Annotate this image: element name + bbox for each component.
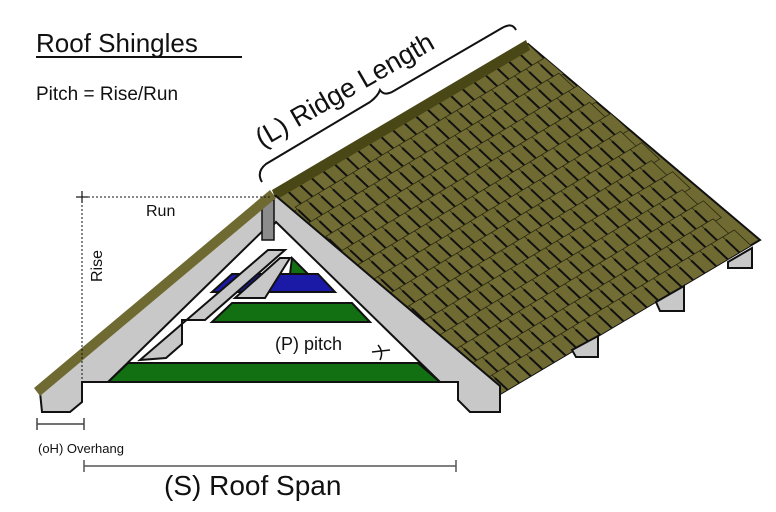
shingle-gap — [644, 287, 661, 303]
shingle-gap — [552, 342, 569, 359]
diagram-title: Roof Shingles — [36, 28, 198, 58]
shingle-gap — [679, 266, 696, 283]
shingle-gap — [540, 349, 557, 365]
shingle-gap — [621, 301, 638, 317]
left-roof-edge — [34, 190, 276, 396]
shingle-gap — [528, 356, 545, 372]
gable-truss — [34, 190, 501, 413]
ridge-cap — [272, 40, 530, 200]
left-web — [137, 249, 288, 362]
shingle-roof-plane — [272, 40, 762, 402]
pitch-angle-arc — [377, 344, 383, 361]
middle-beam — [209, 302, 373, 323]
shingle-gap — [702, 252, 719, 269]
shingle-gap — [690, 259, 707, 276]
overhang-label: (oH) Overhang — [38, 441, 124, 456]
left-web-upper — [232, 257, 292, 299]
shingle-gap — [598, 315, 615, 331]
shingle-gap — [667, 273, 684, 289]
shingle-gap — [505, 370, 522, 386]
shingle-gap — [725, 239, 742, 255]
rafter-tails — [570, 246, 753, 358]
shingle-gap — [494, 377, 511, 393]
run-label: Run — [146, 203, 175, 220]
ridge-length-brace — [258, 24, 517, 183]
shingle-gap — [517, 363, 534, 379]
dimension-lines — [36, 24, 517, 472]
shingle-gap — [609, 308, 626, 324]
pitch-label: (P) pitch — [275, 334, 342, 354]
shingle-gap — [713, 245, 730, 262]
roof-span-label: (S) Roof Span — [164, 470, 341, 501]
bottom-chord-beam — [105, 362, 443, 383]
rise-label: Rise — [89, 250, 106, 282]
pitch-formula: Pitch = Rise/Run — [36, 84, 178, 105]
top-beam — [288, 255, 311, 275]
shingle-gap — [586, 321, 603, 338]
shingle-gap — [632, 294, 649, 310]
shingle-gap — [655, 280, 672, 296]
